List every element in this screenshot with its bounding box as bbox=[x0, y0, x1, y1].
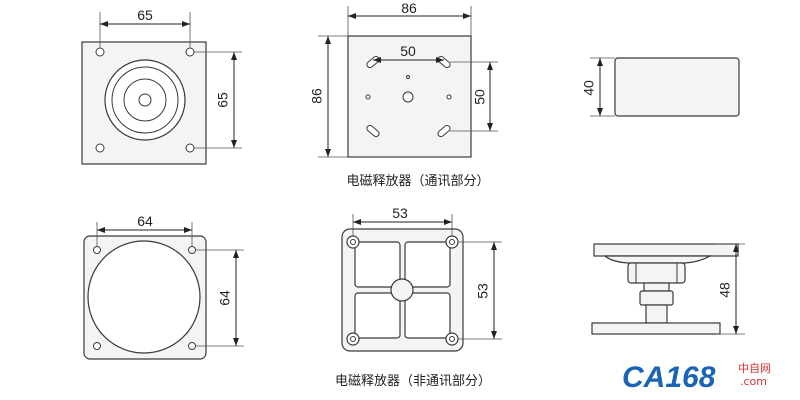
dim-label: 53 bbox=[392, 205, 408, 221]
caption-top: 电磁释放器（通讯部分） bbox=[346, 174, 489, 189]
bottom-left-front-view bbox=[83, 235, 207, 360]
magnet-center-hole bbox=[138, 93, 152, 107]
slot-hole bbox=[366, 124, 380, 138]
bottom-mid-corner-hole-inner bbox=[449, 239, 455, 245]
bottom-mid-cell bbox=[354, 241, 401, 288]
logo-domain: .com bbox=[740, 375, 767, 388]
bottom-left-mount-hole bbox=[93, 246, 101, 254]
small-hole bbox=[406, 75, 410, 79]
small-hole bbox=[446, 94, 452, 100]
dim-label: 50 bbox=[472, 89, 488, 105]
bottom-left-width-dimension: 64 bbox=[96, 213, 193, 246]
top-mid-width-dimension: 86 bbox=[347, 0, 472, 36]
logo-suffix: 中自网 bbox=[738, 362, 771, 375]
top-left-height-dimension: 65 bbox=[194, 51, 242, 149]
bottom-mid-width-dimension: 53 bbox=[352, 205, 453, 236]
dim-label: 53 bbox=[475, 283, 491, 299]
top-mid-hole-height-dimension: 50 bbox=[450, 61, 498, 132]
bottom-right-height-dimension: 48 bbox=[716, 243, 745, 335]
dim-label: 86 bbox=[401, 0, 417, 16]
top-right-side-view bbox=[614, 57, 740, 117]
dim-label: 65 bbox=[137, 7, 153, 23]
top-left-front-view bbox=[81, 41, 207, 165]
bottom-mid-corner-hole-inner bbox=[350, 239, 356, 245]
side-top-flare bbox=[603, 255, 713, 264]
caption-bottom: 电磁释放器（非通讯部分） bbox=[335, 374, 491, 389]
small-hole bbox=[365, 94, 371, 100]
bottom-left-mount-hole bbox=[188, 246, 196, 254]
logo-brand: CA168 bbox=[622, 361, 716, 394]
magnet-middle-ring bbox=[111, 66, 179, 134]
side-stem bbox=[645, 304, 668, 324]
top-mid-hole-width-dimension: 50 bbox=[373, 43, 444, 63]
top-left-mount-hole bbox=[95, 143, 105, 153]
center-hole bbox=[402, 91, 414, 103]
dim-label: 65 bbox=[215, 92, 231, 108]
slot-hole bbox=[437, 124, 451, 138]
top-right-height-dimension: 40 bbox=[581, 57, 615, 117]
bottom-mid-back-view bbox=[341, 228, 464, 352]
bottom-mid-center-boss bbox=[390, 278, 414, 302]
bottom-mid-height-dimension: 53 bbox=[458, 241, 502, 340]
dim-label: 40 bbox=[581, 80, 597, 96]
side-neck bbox=[643, 282, 670, 292]
dim-label: 64 bbox=[217, 290, 233, 306]
bottom-left-mount-hole bbox=[188, 342, 196, 350]
top-mid-back-view bbox=[347, 35, 472, 158]
bottom-mid-cell bbox=[404, 292, 451, 339]
top-left-mount-hole bbox=[95, 47, 105, 57]
side-base-plate bbox=[591, 322, 721, 335]
top-left-width-dimension: 65 bbox=[99, 7, 191, 48]
side-top-plate bbox=[593, 243, 739, 257]
top-right-body bbox=[614, 57, 740, 117]
top-left-mount-hole bbox=[185, 143, 195, 153]
bottom-left-height-dimension: 64 bbox=[196, 249, 244, 347]
dim-label: 86 bbox=[309, 88, 325, 104]
dim-label: 64 bbox=[137, 213, 153, 229]
bottom-left-disc bbox=[87, 240, 201, 354]
dim-label: 50 bbox=[400, 43, 416, 59]
dim-label: 48 bbox=[717, 282, 733, 298]
ca168-logo: CA168 中自网 .com bbox=[622, 361, 771, 394]
bottom-mid-cell bbox=[354, 292, 401, 339]
top-mid-height-dimension: 86 bbox=[309, 35, 348, 158]
bottom-mid-corner-hole-inner bbox=[350, 336, 356, 342]
top-left-mount-hole bbox=[185, 47, 195, 57]
bottom-mid-cell bbox=[404, 241, 451, 288]
magnet-inner-ring bbox=[123, 78, 167, 122]
bottom-left-mount-hole bbox=[93, 342, 101, 350]
side-coil bbox=[627, 262, 686, 284]
bottom-right-side-view bbox=[591, 243, 739, 335]
side-ring bbox=[639, 290, 674, 306]
bottom-mid-corner-hole-inner bbox=[449, 336, 455, 342]
